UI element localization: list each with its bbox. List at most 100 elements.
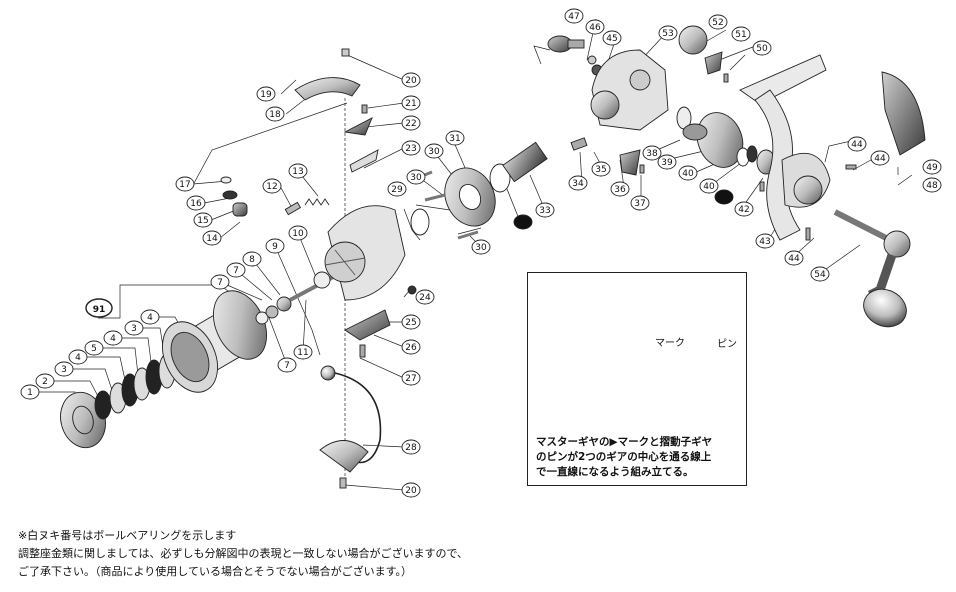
callout-badge: [602, 30, 622, 46]
spool-part: [162, 290, 267, 393]
callout-c12: 12: [262, 178, 282, 194]
callout-badge: [401, 339, 421, 355]
callout-badge: [699, 178, 719, 194]
callout-badge: [124, 320, 144, 336]
callout-number: 12: [266, 182, 277, 192]
callout-c51: 51: [731, 26, 751, 42]
callout-badge: [642, 145, 662, 161]
spool-assembly: [60, 290, 267, 449]
callout-badge: [277, 357, 297, 373]
callout-c41: 41: [714, 189, 734, 205]
callout-number: 10: [292, 229, 304, 239]
callout-number: 44: [851, 140, 863, 150]
callout-number: 22: [405, 119, 416, 129]
callout-badge: [265, 238, 285, 254]
callout-c52: 52: [708, 14, 728, 30]
callout-badge: [401, 95, 421, 111]
callout-number: 34: [572, 179, 584, 189]
callout-c4c: 4: [140, 309, 160, 325]
callout-number: 39: [661, 158, 673, 168]
reel-frame-part: [739, 54, 926, 241]
callout-number: 23: [405, 144, 416, 154]
callout-number: 54: [814, 270, 826, 280]
callout-number: 2: [42, 377, 48, 387]
handle-part: [833, 209, 911, 328]
shim-note-line-2: ご了承下さい。（商品により使用している場合とそうでない場合がございます。）: [18, 565, 413, 578]
callout-c25: 25: [401, 314, 421, 330]
callout-badge: [140, 309, 160, 325]
callout-c33: 33: [535, 202, 555, 218]
callout-badge: [401, 439, 421, 455]
callout-c43: 43: [755, 233, 775, 249]
callout-number: 33: [539, 206, 550, 216]
callout-badge: [731, 26, 751, 42]
callout-c14: 14: [202, 230, 222, 246]
callout-number: 44: [788, 254, 800, 264]
callout-number: 42: [738, 205, 749, 215]
callout-number: 3: [131, 324, 137, 334]
callout-badge: [591, 161, 611, 177]
callout-badge: [535, 202, 555, 218]
callout-c4b: 4: [103, 330, 123, 346]
callout-c91: 91: [85, 298, 113, 318]
callout-badge: [922, 159, 942, 175]
callout-c40a: 40: [678, 165, 698, 181]
callout-c46: 46: [585, 19, 605, 35]
callout-number: 29: [391, 185, 403, 195]
footnotes: ※白ヌキ番号はボールベアリングを示します 調整座金類に関しましては、必ずしも分解…: [18, 527, 468, 581]
callout-badge: [193, 212, 213, 228]
callout-c31: 31: [445, 130, 465, 146]
callout-badge: [293, 344, 313, 360]
callout-number: 30: [475, 243, 487, 253]
callout-number: 9: [272, 242, 278, 252]
callout-badge: [103, 330, 123, 346]
callout-number: 18: [269, 110, 281, 120]
callout-number: 35: [595, 165, 606, 175]
callout-badge: [226, 262, 246, 278]
pinion-bearing-parts: [407, 141, 548, 295]
callout-number: 20: [405, 486, 417, 496]
drag-washer-stack: [94, 353, 176, 420]
callout-badge: [84, 340, 104, 356]
callout-badge: [35, 373, 55, 389]
callout-c44c: 44: [784, 250, 804, 266]
callout-c24: 24: [415, 289, 435, 305]
callout-badge: [387, 181, 407, 197]
shim-note-line-1: 調整座金類に関しましては、必ずしも分解図中の表現と一致しない場合がございますので…: [18, 547, 469, 560]
callout-c2: 2: [35, 373, 55, 389]
callout-number: 40: [682, 169, 694, 179]
callout-badge: [630, 195, 650, 211]
callout-number: 38: [646, 149, 658, 159]
callout-badge: [734, 201, 754, 217]
callout-badge: [401, 370, 421, 386]
callout-c44a: 44: [847, 136, 867, 152]
callout-c48: 48: [922, 177, 942, 193]
callout-c21: 21: [401, 95, 421, 111]
callout-number: 41: [718, 193, 729, 203]
callout-number: 53: [662, 29, 673, 39]
callout-number: 7: [217, 278, 223, 288]
callout-number: 16: [190, 199, 202, 209]
callout-badge: [186, 195, 206, 211]
callout-c11: 11: [293, 344, 313, 360]
callout-number: 3: [61, 365, 67, 375]
callout-number: 13: [292, 167, 303, 177]
callout-badge: [202, 230, 222, 246]
callout-badge: [658, 25, 678, 41]
callout-badge: [471, 239, 491, 255]
callout-badge: [401, 140, 421, 156]
bearing-note: ※白ヌキ番号はボールベアリングを示します: [18, 529, 237, 542]
callout-badge: [265, 106, 285, 122]
callout-c15: 15: [193, 212, 213, 228]
callout-badge: [657, 154, 677, 170]
callout-c7b: 7: [226, 262, 246, 278]
callout-badge: [85, 298, 113, 318]
assembly-instruction-inset: マスターギヤの▶マークと摺動子ギヤ のピンが2つのギアの中心を通る線上 で一直線…: [527, 272, 747, 486]
callout-c44b: 44: [870, 150, 890, 166]
main-shaft-parts: [220, 176, 336, 325]
callout-number: 20: [405, 76, 417, 86]
callout-c22: 22: [401, 115, 421, 131]
callout-number: 21: [405, 99, 416, 109]
callout-c54: 54: [810, 266, 830, 282]
callout-c1: 1: [20, 384, 40, 400]
